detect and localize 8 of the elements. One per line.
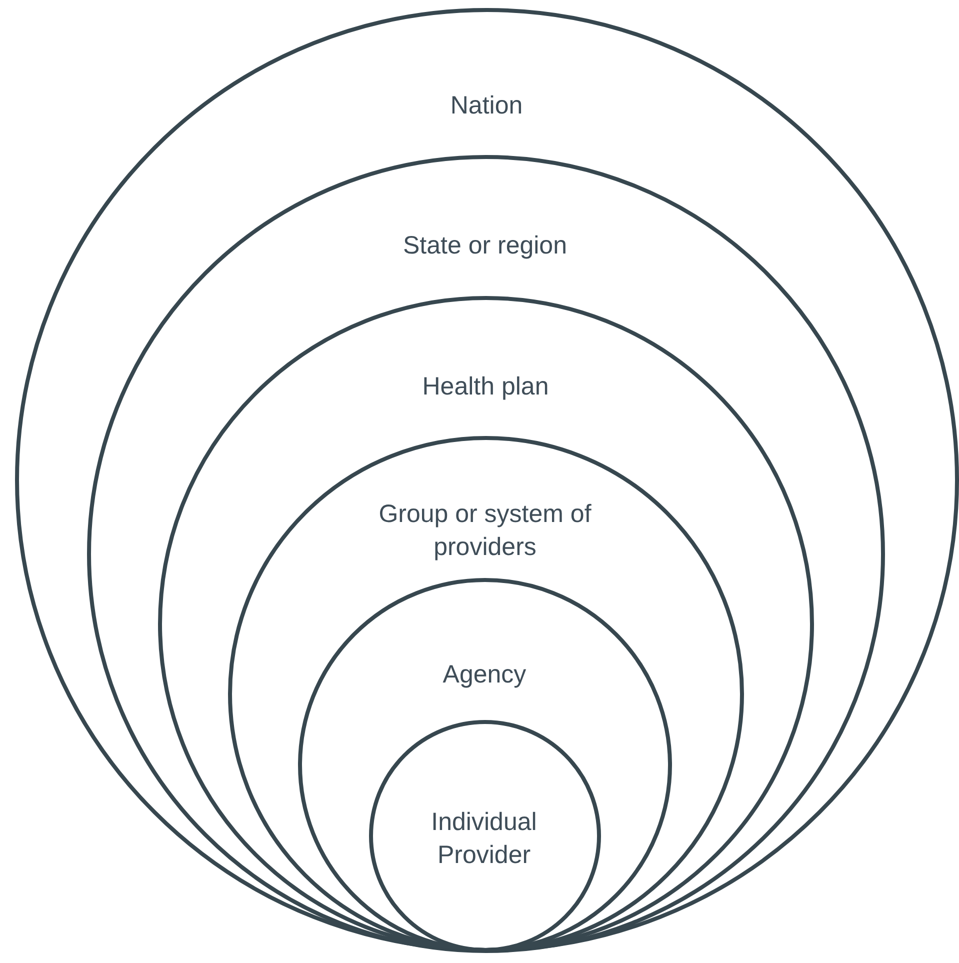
- circle-label: Group or system of providers: [378, 499, 592, 563]
- circle: [86, 154, 884, 952]
- circle: [15, 8, 959, 952]
- circle-label: Individual Provider: [430, 807, 538, 871]
- circle-label: Health plan: [421, 371, 550, 402]
- circle-label: Nation: [449, 90, 524, 121]
- circle-label: State or region: [402, 230, 568, 262]
- circle-label: Agency: [442, 659, 528, 690]
